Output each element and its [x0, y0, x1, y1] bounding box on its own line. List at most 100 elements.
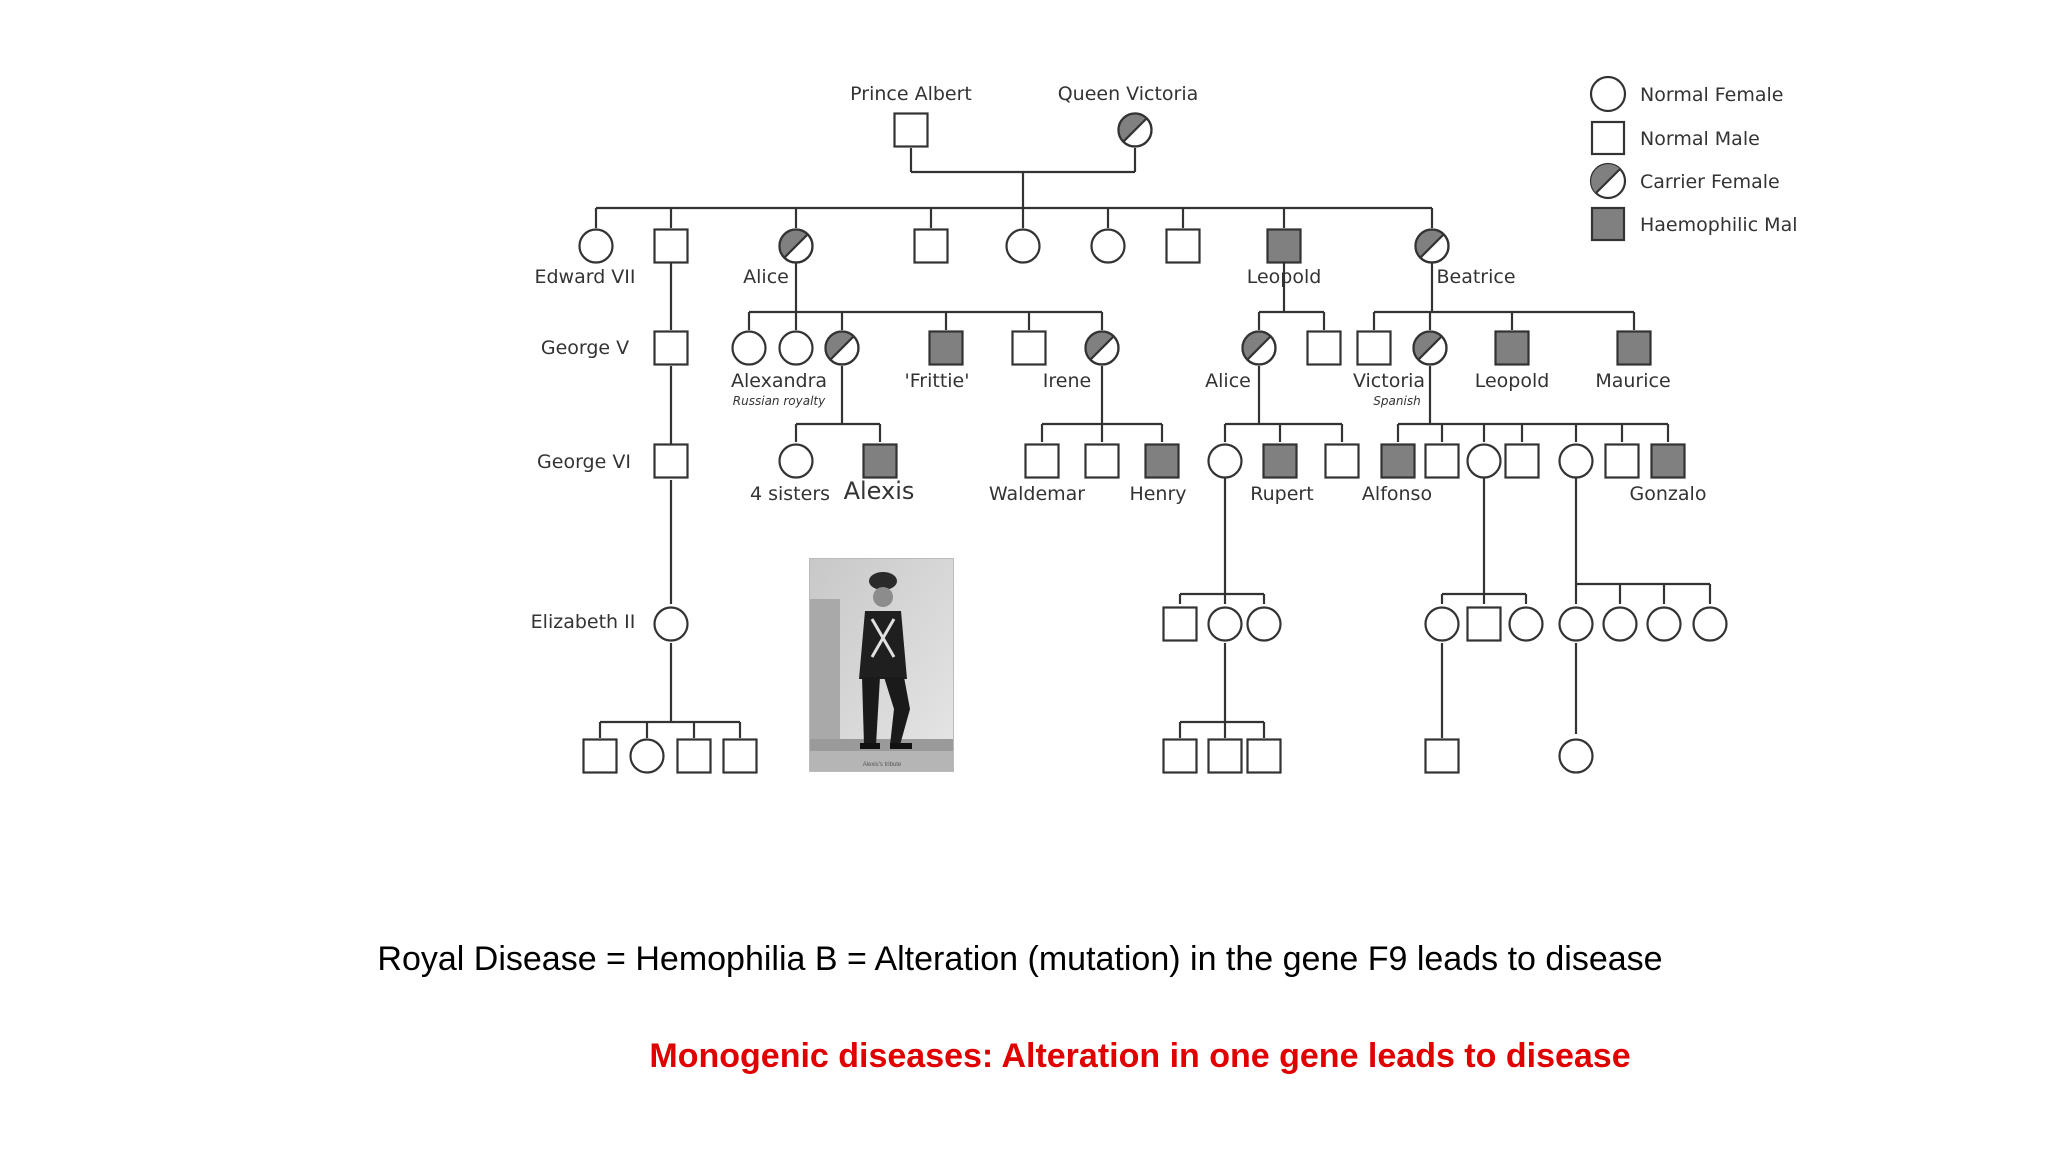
- label-edward-vii: Edward VII: [534, 266, 635, 288]
- victoria-son-4-male-symbol: [1604, 443, 1640, 479]
- label-4-sisters: 4 sisters: [750, 483, 830, 505]
- irene-carrier-fill: [1085, 331, 1114, 360]
- prince-albert-male-symbol: [893, 112, 929, 148]
- gen6-male-5-male-symbol: [1207, 738, 1243, 774]
- gen6-male-6-male-symbol: [1246, 738, 1282, 774]
- victoria-daughter-1-female-symbol: [1466, 443, 1502, 479]
- label-beatrice: Beatrice: [1436, 266, 1515, 288]
- hemophilia-caption: Royal Disease = Hemophilia B = Alteratio…: [377, 940, 1663, 978]
- pedigree-lines: [594, 148, 1712, 738]
- beatrice-carrier-slash: [1419, 233, 1445, 259]
- label-queen-victoria: Queen Victoria: [1058, 83, 1199, 105]
- victoria-son-3-male-symbol: [1504, 443, 1540, 479]
- gen6-male-7-male-symbol: [1424, 738, 1460, 774]
- gen6-female-2-female-symbol: [1558, 738, 1594, 774]
- edward-vii-wife-female-symbol: [578, 228, 614, 264]
- irene-carrier-outline: [1084, 330, 1120, 366]
- label-george-vi: George VI: [537, 451, 631, 473]
- label-alexandra-note: Russian royalty: [733, 394, 826, 408]
- alexis-photo: Alexis's tribute: [809, 558, 954, 772]
- label-victoria-note: Spanish: [1373, 394, 1420, 408]
- label-alice: Alice: [743, 266, 789, 288]
- gen5-female-8-female-symbol: [1692, 606, 1728, 642]
- alexandra-carrier-fill: [825, 331, 854, 360]
- label-alice-leopold: Alice: [1205, 370, 1251, 392]
- gen5-female-4-female-symbol: [1508, 606, 1544, 642]
- legend-haemophilic-male-symbol: [1590, 206, 1626, 242]
- elizabeth-ii-female-symbol: [653, 606, 689, 642]
- alice-leopold-carrier-slash: [1246, 335, 1272, 361]
- victoria-spanish-carrier-fill: [1413, 331, 1442, 360]
- alexandra-carrier-outline: [824, 330, 860, 366]
- alice-carrier-fill: [779, 229, 808, 258]
- gen6-male-3-male-symbol: [722, 738, 758, 774]
- henry-male-symbol: [1144, 443, 1180, 479]
- queen-victoria-carrier-fill: [1118, 113, 1147, 142]
- alice-leopold-carrier-fill: [1242, 331, 1271, 360]
- alexandra-carrier-slash: [829, 335, 855, 361]
- alexis-male-symbol: [862, 443, 898, 479]
- edward-vii-male-symbol: [653, 228, 689, 264]
- gen5-female-6-female-symbol: [1602, 606, 1638, 642]
- gen5-male-2-male-symbol: [1466, 606, 1502, 642]
- label-irene: Irene: [1043, 370, 1091, 392]
- queen-victoria-carrier-outline: [1117, 112, 1153, 148]
- alice-son-male-symbol: [1011, 330, 1047, 366]
- legend-normal-female-label: Normal Female: [1640, 84, 1783, 106]
- daughter-2-female-symbol: [1090, 228, 1126, 264]
- george-v-male-symbol: [653, 330, 689, 366]
- gen5-female-3-female-symbol: [1424, 606, 1460, 642]
- alice-carrier-outline: [778, 228, 814, 264]
- beatrice-son-1-male-symbol: [1356, 330, 1392, 366]
- leopold-son-male-symbol: [1306, 330, 1342, 366]
- victoria-daughter-2-female-symbol: [1558, 443, 1594, 479]
- gen5-female-1-female-symbol: [1207, 606, 1243, 642]
- beatrice-carrier-fill: [1415, 229, 1444, 258]
- george-vi-male-symbol: [653, 443, 689, 479]
- alice-daughter-1-female-symbol: [731, 330, 767, 366]
- alice-leopold-carrier-outline: [1241, 330, 1277, 366]
- son-1-male-symbol: [913, 228, 949, 264]
- gen6-male-4-male-symbol: [1162, 738, 1198, 774]
- label-waldemar: Waldemar: [989, 483, 1085, 505]
- irene-son-male-symbol: [1084, 443, 1120, 479]
- gen5-male-1-male-symbol: [1162, 606, 1198, 642]
- pedigree-symbols: [578, 112, 1728, 774]
- frittie-male-symbol: [928, 330, 964, 366]
- victoria-spanish-carrier-slash: [1417, 335, 1443, 361]
- label-elizabeth-ii: Elizabeth II: [531, 611, 636, 633]
- gonzalo-male-symbol: [1650, 443, 1686, 479]
- legend-normal-male-symbol: [1590, 120, 1626, 156]
- waldemar-male-symbol: [1024, 443, 1060, 479]
- queen-victoria-carrier-slash: [1122, 117, 1148, 143]
- gen6-female-1-female-symbol: [629, 738, 665, 774]
- label-leopold-2: Leopold: [1475, 370, 1550, 392]
- maurice-male-symbol: [1616, 330, 1652, 366]
- gen5-female-7-female-symbol: [1646, 606, 1682, 642]
- label-rupert: Rupert: [1250, 483, 1313, 505]
- four-sisters-female-symbol: [778, 443, 814, 479]
- alice-son-2-male-symbol: [1324, 443, 1360, 479]
- label-alexis: Alexis: [844, 477, 915, 505]
- label-gonzalo: Gonzalo: [1630, 483, 1707, 505]
- gen6-male-1-male-symbol: [582, 738, 618, 774]
- photo-caption: Alexis's tribute: [863, 762, 902, 768]
- victoria-son-2-male-symbol: [1424, 443, 1460, 479]
- pedigree-labels: Prince Albert Queen Victoria Edward VII …: [531, 83, 1707, 633]
- beatrice-carrier-outline: [1414, 228, 1450, 264]
- label-alexandra: Alexandra: [731, 370, 827, 392]
- legend-haemophilic-male-label: Haemophilic Mal: [1640, 214, 1798, 236]
- alice-daughter-female-symbol: [1207, 443, 1243, 479]
- label-leopold: Leopold: [1247, 266, 1322, 288]
- alice-carrier-slash: [783, 233, 809, 259]
- legend: Normal Female Normal Male Carrier Female…: [1589, 75, 1798, 242]
- irene-carrier-slash: [1089, 335, 1115, 361]
- daughter-1-female-symbol: [1005, 228, 1041, 264]
- label-victoria: Victoria: [1353, 370, 1425, 392]
- leopold-male-symbol: [1266, 228, 1302, 264]
- gen5-female-5-female-symbol: [1558, 606, 1594, 642]
- label-frittie: 'Frittie': [905, 370, 970, 392]
- label-prince-albert: Prince Albert: [850, 83, 972, 105]
- legend-normal-male-label: Normal Male: [1640, 128, 1760, 150]
